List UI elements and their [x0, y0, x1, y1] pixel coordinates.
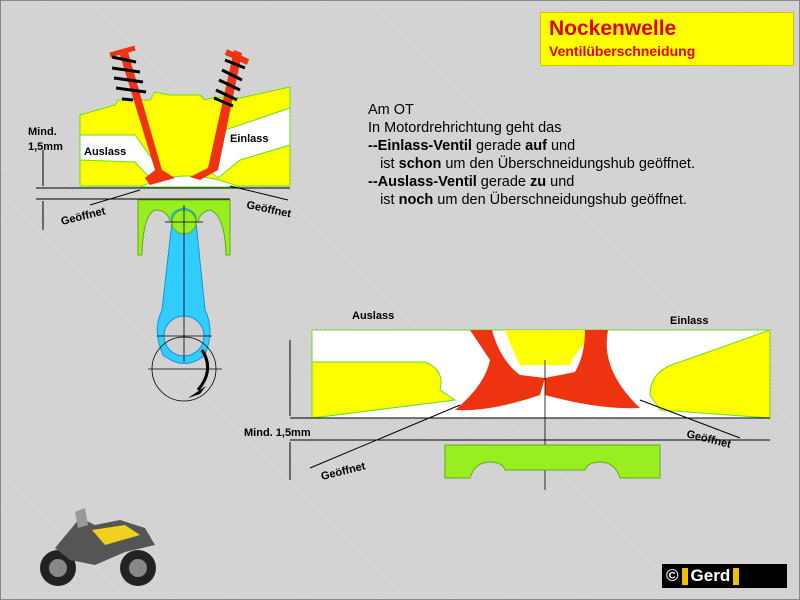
rotation-arrow-icon [196, 349, 210, 391]
logo-bar [733, 568, 740, 586]
top-diagram: Mind. 1,5mm Auslass Einlass Geöffnet Geö… [28, 45, 292, 402]
arrow-head-icon [188, 384, 206, 398]
exhaust-wall [311, 361, 457, 419]
opened-label-left: Geöffnet [320, 460, 367, 483]
opened-line [89, 189, 141, 206]
desc-line: --Auslass-Ventil gerade zu und [368, 173, 695, 191]
logo-bar [681, 568, 688, 586]
opened-line [229, 185, 289, 201]
opened-line [639, 399, 741, 439]
head-center [505, 330, 600, 365]
text: um den Überschneidungshub geöffnet. [433, 192, 687, 208]
desc-line: ist schon um den Überschneidungshub geöf… [368, 155, 695, 173]
bold-text: zu [530, 174, 547, 190]
bottom-diagram: Auslass Einlass Mind. 1,5mm Geöffnet Geö… [244, 310, 771, 490]
desc-line: ist noch um den Überschneidungshub geöff… [368, 191, 695, 209]
piston-section [444, 444, 661, 479]
text: gerade [476, 174, 530, 190]
intake-wall [649, 329, 771, 419]
logo-name: Gerd [690, 566, 731, 585]
motorcycle-image [40, 508, 156, 586]
text: ist [368, 156, 399, 172]
intake-label: Einlass [230, 133, 269, 145]
text: und [546, 174, 575, 190]
opened-label-left: Geöffnet [60, 205, 107, 228]
desc-line: In Motordrehrichtung geht das [368, 120, 562, 136]
opened-label-right: Geöffnet [245, 199, 292, 220]
text: ist [368, 192, 399, 208]
text: und [546, 138, 576, 154]
text: gerade [471, 138, 526, 154]
min-label: Mind. [28, 126, 57, 138]
title-box: Nockenwelle Ventilüberschneidung [540, 12, 794, 66]
opened-line [309, 404, 461, 469]
bold-text: noch [398, 192, 434, 208]
intake-label: Einlass [670, 315, 709, 327]
bold-text: schon [398, 156, 442, 172]
exhaust-label: Auslass [352, 310, 394, 322]
text: um den Überschneidungshub geöffnet. [441, 156, 695, 172]
page-title: Nockenwelle [549, 17, 677, 40]
desc-line: --Einlass-Ventil gerade auf und [368, 137, 695, 155]
min-label: Mind. 1,5mm [244, 427, 311, 439]
bold-text: --Einlass-Ventil [368, 138, 472, 154]
min-label: 1,5mm [28, 141, 63, 153]
exhaust-valve-section [455, 330, 545, 411]
crank-circle [151, 336, 217, 402]
bold-text: --Auslass-Ventil [368, 174, 477, 190]
opened-label-right: Geöffnet [685, 428, 732, 451]
page-subtitle: Ventilüberschneidung [549, 43, 696, 59]
exhaust-valve [109, 45, 175, 185]
intake-valve [190, 49, 250, 180]
bold-text: auf [525, 138, 547, 154]
copyright-icon: © [666, 566, 679, 585]
copyright-logo: © Gerd [662, 564, 787, 588]
description-text: Am OT In Motordrehrichtung geht das --Ei… [368, 101, 695, 209]
intake-valve-section [545, 330, 640, 409]
desc-line: Am OT [368, 102, 414, 118]
exhaust-label: Auslass [84, 146, 126, 158]
